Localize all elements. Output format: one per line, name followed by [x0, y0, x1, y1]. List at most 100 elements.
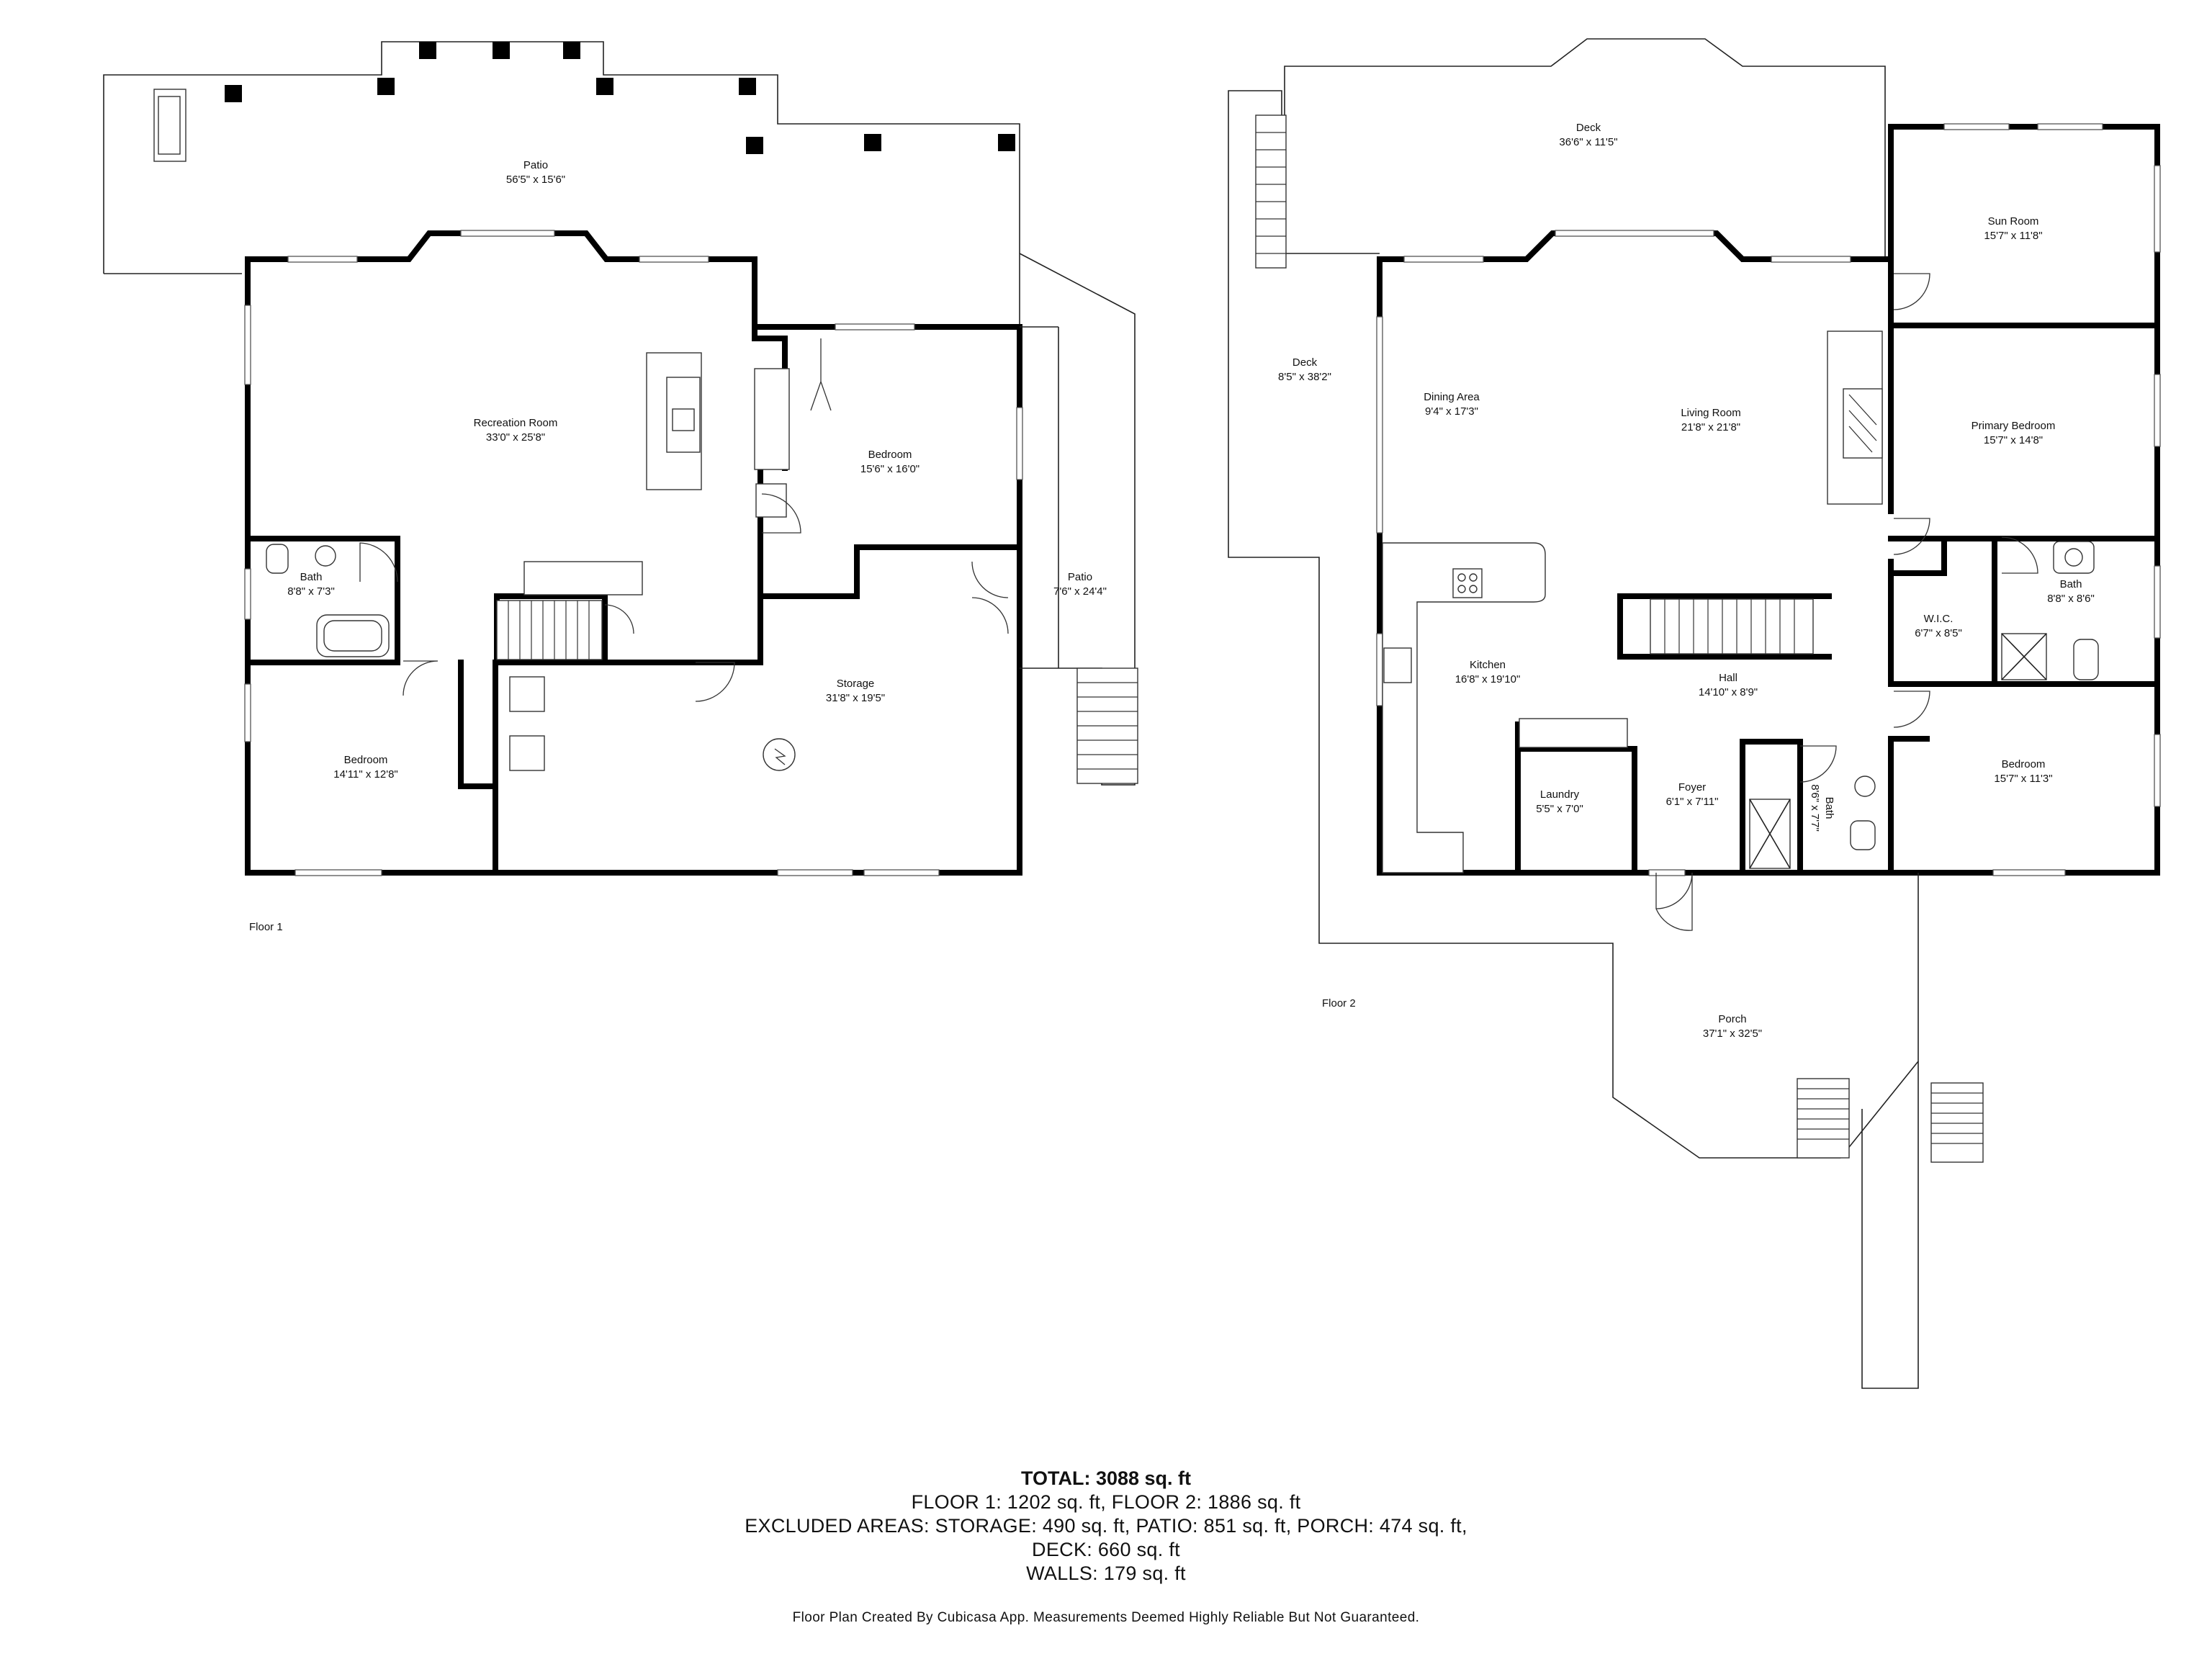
porch-stairs-right — [1930, 1082, 1984, 1163]
floor-2-label: Floor 2 — [1322, 997, 1356, 1010]
svg-text:8'8" x 7'3": 8'8" x 7'3" — [287, 585, 335, 598]
svg-text:Kitchen: Kitchen — [1470, 659, 1506, 671]
svg-text:16'8" x 19'10": 16'8" x 19'10" — [1455, 673, 1521, 685]
porch-outline — [1318, 873, 1919, 1159]
floor-areas: FLOOR 1: 1202 sq. ft, FLOOR 2: 1886 sq. … — [911, 1491, 1301, 1513]
room-label-bedroom-f1-west: Bedroom 14'11" x 12'8" — [333, 754, 398, 781]
svg-text:Living Room: Living Room — [1681, 407, 1740, 419]
floor1-doors — [359, 338, 1009, 702]
svg-text:8'6" x 7'7": 8'6" x 7'7" — [1809, 784, 1821, 832]
floor2-doors — [1655, 273, 2038, 931]
deck-west-stairs — [1255, 114, 1287, 269]
porch-stairs-left — [1797, 1078, 1850, 1159]
svg-text:14'11" x 12'8": 14'11" x 12'8" — [333, 768, 398, 781]
room-label-bedroom-f1-east: Bedroom 15'6" x 16'0" — [860, 449, 920, 475]
svg-text:Recreation Room: Recreation Room — [474, 417, 558, 429]
floor1-stairs — [496, 600, 603, 660]
svg-text:21'8" x 21'8": 21'8" x 21'8" — [1681, 421, 1740, 433]
svg-text:Bath: Bath — [2060, 578, 2082, 590]
fireplace — [1827, 331, 1883, 505]
excluded-areas: EXCLUDED AREAS: STORAGE: 490 sq. ft, PAT… — [745, 1515, 1467, 1537]
storage-fixtures — [509, 676, 796, 771]
deck-west-outline — [1228, 90, 1380, 873]
room-label-recreation-room: Recreation Room 33'0" x 25'8" — [474, 417, 558, 444]
rec-room-counter — [523, 561, 643, 595]
room-label-bath-f2-small: Bath 8'6" x 7'7" — [1809, 784, 1835, 832]
svg-text:Storage: Storage — [837, 678, 875, 690]
room-label-wic: W.I.C. 6'7" x 8'5" — [1915, 613, 1962, 639]
room-label-laundry: Laundry 5'5" x 7'0" — [1536, 788, 1583, 815]
svg-text:Deck: Deck — [1292, 356, 1318, 369]
room-label-storage: Storage 31'8" x 19'5" — [826, 678, 885, 704]
floor-1-drawing — [103, 41, 1138, 876]
floor-1-label: Floor 1 — [249, 921, 283, 933]
bath-f1-fixtures — [266, 544, 390, 657]
hall-bench — [1519, 718, 1628, 748]
svg-text:7'6" x 24'4": 7'6" x 24'4" — [1053, 585, 1107, 598]
svg-text:Bedroom: Bedroom — [868, 449, 912, 461]
svg-text:14'10" x 8'9": 14'10" x 8'9" — [1699, 686, 1758, 698]
svg-text:W.I.C.: W.I.C. — [1924, 613, 1954, 625]
room-label-bedroom-f2: Bedroom 15'7" x 11'3" — [1994, 758, 2052, 785]
outdoor-sofa — [153, 89, 186, 162]
patio-east-stairs — [1076, 667, 1138, 784]
svg-text:Porch: Porch — [1718, 1013, 1746, 1025]
patio-posts — [225, 42, 1015, 154]
svg-text:Bath: Bath — [1823, 797, 1835, 819]
kitchen-counters — [1382, 542, 1546, 873]
svg-text:Patio: Patio — [1068, 571, 1092, 583]
total-area: TOTAL: 3088 sq. ft — [1020, 1467, 1192, 1489]
svg-text:15'7" x 11'3": 15'7" x 11'3" — [1994, 773, 2052, 785]
svg-text:Bedroom: Bedroom — [2002, 758, 2046, 770]
room-label-hall: Hall 14'10" x 8'9" — [1699, 672, 1758, 698]
deck-area: DECK: 660 sq. ft — [1032, 1539, 1180, 1560]
svg-text:Bedroom: Bedroom — [344, 754, 388, 766]
disclaimer: Floor Plan Created By Cubicasa App. Meas… — [792, 1610, 1420, 1625]
svg-text:Dining Area: Dining Area — [1424, 391, 1480, 403]
room-label-dining-area: Dining Area 9'4" x 17'3" — [1424, 391, 1480, 418]
walls-area: WALLS: 179 sq. ft — [1026, 1563, 1186, 1584]
svg-text:Bath: Bath — [300, 571, 323, 583]
room-label-bath-primary: Bath 8'8" x 8'6" — [2047, 578, 2095, 605]
svg-text:8'5" x 38'2": 8'5" x 38'2" — [1278, 371, 1331, 383]
room-label-deck-north: Deck 36'6" x 11'5" — [1559, 122, 1617, 148]
room-label-primary-bedroom: Primary Bedroom 15'7" x 14'8" — [1972, 420, 2056, 446]
room-label-kitchen: Kitchen 16'8" x 19'10" — [1455, 659, 1521, 685]
svg-text:37'1" x 32'5": 37'1" x 32'5" — [1703, 1028, 1762, 1040]
svg-text:Foyer: Foyer — [1678, 781, 1706, 793]
svg-text:15'6" x 16'0": 15'6" x 16'0" — [860, 463, 920, 475]
svg-text:9'4" x 17'3": 9'4" x 17'3" — [1425, 405, 1478, 418]
svg-text:8'8" x 8'6": 8'8" x 8'6" — [2047, 593, 2095, 605]
svg-text:56'5" x 15'6": 56'5" x 15'6" — [506, 174, 565, 186]
svg-text:5'5" x 7'0": 5'5" x 7'0" — [1536, 803, 1583, 815]
svg-text:Patio: Patio — [523, 159, 548, 171]
deck-north-outline — [1284, 38, 1886, 256]
patio-outline — [103, 41, 1020, 327]
room-label-patio-top: Patio 56'5" x 15'6" — [506, 159, 565, 186]
room-label-foyer: Foyer 6'1" x 7'11" — [1666, 781, 1719, 808]
floor1-exterior-wall — [245, 230, 1022, 876]
svg-text:6'7" x 8'5": 6'7" x 8'5" — [1915, 627, 1962, 639]
svg-text:Primary Bedroom: Primary Bedroom — [1972, 420, 2056, 432]
svg-text:Deck: Deck — [1576, 122, 1601, 134]
room-label-sun-room: Sun Room 15'7" x 11'8" — [1984, 215, 2042, 242]
svg-text:Laundry: Laundry — [1540, 788, 1580, 801]
svg-text:Sun Room: Sun Room — [1988, 215, 2039, 228]
room-label-porch: Porch 37'1" x 32'5" — [1703, 1013, 1762, 1040]
room-label-patio-east: Patio 7'6" x 24'4" — [1053, 571, 1107, 598]
svg-text:15'7" x 11'8": 15'7" x 11'8" — [1984, 230, 2042, 242]
svg-text:15'7" x 14'8": 15'7" x 14'8" — [1984, 434, 2043, 446]
svg-text:6'1" x 7'11": 6'1" x 7'11" — [1666, 796, 1719, 808]
floor-2-drawing — [1228, 38, 2161, 1389]
floor2-interior-walls — [1515, 124, 2160, 876]
room-label-bath-f1: Bath 8'8" x 7'3" — [287, 571, 335, 598]
room-label-deck-west: Deck 8'5" x 38'2" — [1278, 356, 1331, 383]
floor1-interior-walls — [245, 324, 1022, 876]
svg-text:Hall: Hall — [1719, 672, 1737, 684]
svg-text:33'0" x 25'8": 33'0" x 25'8" — [486, 431, 545, 444]
floor2-stairs — [1650, 598, 1814, 655]
svg-text:36'6" x 11'5": 36'6" x 11'5" — [1559, 136, 1617, 148]
room-label-living-room: Living Room 21'8" x 21'8" — [1681, 407, 1740, 433]
area-summary: TOTAL: 3088 sq. ft FLOOR 1: 1202 sq. ft,… — [0, 1466, 2212, 1586]
